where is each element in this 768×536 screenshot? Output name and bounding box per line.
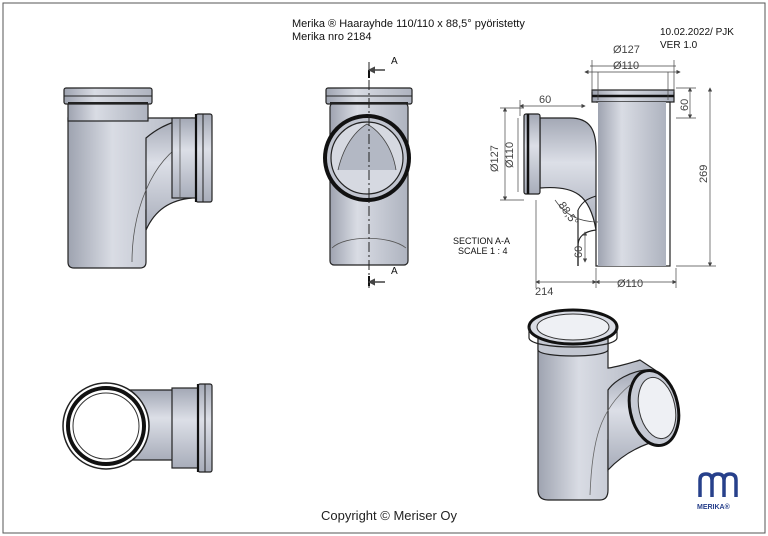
cut-marker-bottom: A [391,266,398,277]
dim-60-top-left: 60 [539,94,551,106]
dim-d110-top: Ø110 [613,60,639,72]
dim-214: 214 [535,286,553,298]
dim-269: 269 [698,165,710,183]
section-label: SECTION A-A [453,236,511,246]
copyright-notice: Copyright © Meriser Oy [321,508,457,523]
dim-d110-side: Ø110 [504,142,516,168]
scale-label: SCALE 1 : 4 [458,246,508,256]
section-view: Ø127 Ø110 60 60 Ø127 Ø110 269 88,5° 60 2… [489,44,716,298]
front-view [323,62,413,290]
isometric-view [527,308,681,501]
dim-60-bottom: 60 [573,246,585,258]
logo-mark-icon [698,472,738,497]
logo-text: MERIKA® [697,503,731,511]
dim-d110-bottom: Ø110 [617,278,643,290]
dim-60-right: 60 [679,99,691,111]
dim-d127-side: Ø127 [489,145,501,172]
revision-date: 10.02.2022/ PJK [660,27,734,38]
merika-logo: MERIKA® [697,472,738,511]
top-view [62,382,213,473]
cut-marker-top: A [391,56,398,67]
revision-version: VER 1.0 [660,40,698,51]
side-view [63,87,213,269]
dim-d127-top: Ø127 [613,44,640,56]
drawing-title: Merika ® Haarayhde 110/110 x 88,5° pyöri… [292,18,525,30]
dim-angle: 88,5° [556,200,581,228]
drawing-part-number: Merika nro 2184 [292,31,372,43]
